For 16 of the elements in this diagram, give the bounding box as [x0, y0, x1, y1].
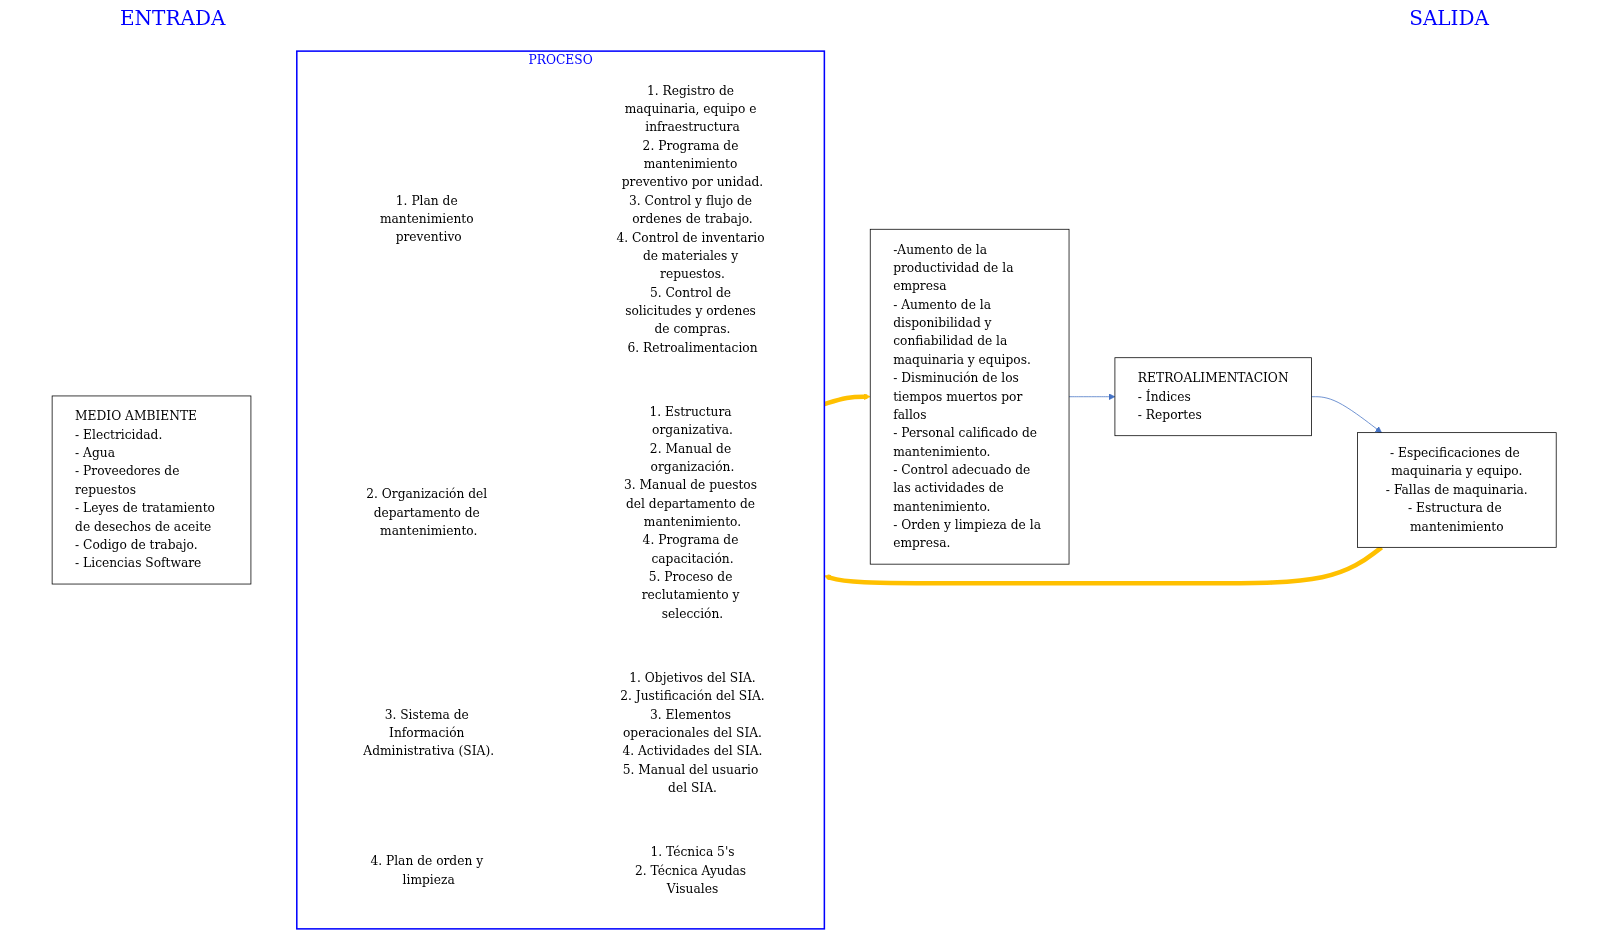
- section-heading: ENTRADA: [120, 6, 226, 32]
- node-text: 1. Técnica 5's 2. Técnica Ayudas Visuales: [635, 844, 747, 896]
- section-heading: SALIDA: [1409, 6, 1489, 32]
- node-box: -Aumento de la productividad de la empresa - Aumento de la disponibilidad y confiabilidad de la maquinaria y equipos. - Disminución de los tiempos muertos por fallos - Personal calificado de mantenimiento. - Control adecuado de las actividades de mantenimiento. - Orden y limpieza de la empresa.: [870, 228, 1070, 565]
- node-text: 1. Estructura organizativa. 2. Manual de organización. 3. Manual de puestos del departamento de mantenimiento. 4. Programa de capacitación. 5. Proceso de reclutamiento y selección.: [624, 403, 758, 621]
- node-text: 2. Organización del departamento de mantenimiento.: [366, 486, 488, 538]
- node-text: 3. Sistema de Información Administrativa (SIA).: [363, 706, 495, 758]
- node-text: 1. Plan de mantenimiento preventivo: [380, 192, 474, 245]
- arrow: [824, 545, 1384, 586]
- node-text: 4. Plan de orden y limpieza: [370, 853, 484, 887]
- node-text: 1. Registro de maquinaria, equipo e infraestructura 2. Programa de mantenimiento preventivo por unidad. 3. Control y flujo de ordenes de trabajo. 4. Control de inventario de materiales y repuestos. 5. Control de solicitudes y ordenes de compras. 6. Retroalimentacion: [616, 82, 765, 355]
- node-box: RETROALIMENTACION - Índices - Reportes: [1114, 356, 1313, 436]
- node-box: MEDIO AMBIENTE - Electricidad. - Agua - Proveedores de repuestos - Leyes de tratamiento de desechos de aceite - Codigo de trabajo. - Licencias Software: [52, 395, 252, 584]
- arrow: [824, 392, 871, 406]
- node-text: 1. Objetivos del SIA. 2. Justificación del SIA. 3. Elementos operacionales del SIA. 4. Actividades del SIA. 5. Manual del usuario del SIA.: [620, 669, 766, 795]
- node-box: - Especificaciones de maquinaria y equipo. - Fallas de maquinaria. - Estructura de mantenimiento: [1357, 431, 1557, 548]
